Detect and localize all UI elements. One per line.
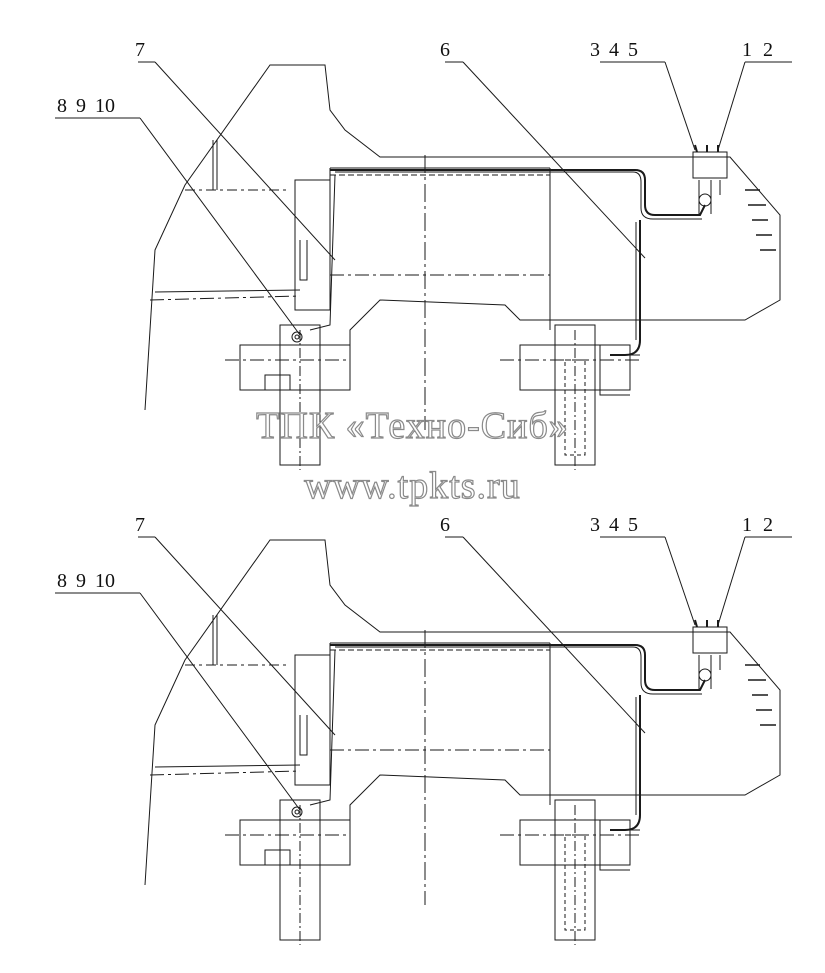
callout-1-2-bottom: 1 2 (742, 514, 773, 536)
watermark-company: ТПК «Техно-Сиб» (256, 404, 569, 447)
callout-6-top: 6 (440, 39, 450, 61)
assembly-bottom (54, 536, 793, 946)
callout-7-bottom: 7 (135, 514, 145, 536)
callout-8-9-10-top: 8 9 10 (57, 95, 115, 117)
callout-6-bottom: 6 (440, 514, 450, 536)
callout-7-top: 7 (135, 39, 145, 61)
watermark-url: www.tpkts.ru (304, 464, 521, 507)
callout-8-9-10-bottom: 8 9 10 (57, 570, 115, 592)
callout-3-4-5-top: 3 4 5 (590, 39, 638, 61)
callout-3-4-5-bottom: 3 4 5 (590, 514, 638, 536)
callout-1-2-top: 1 2 (742, 39, 773, 61)
